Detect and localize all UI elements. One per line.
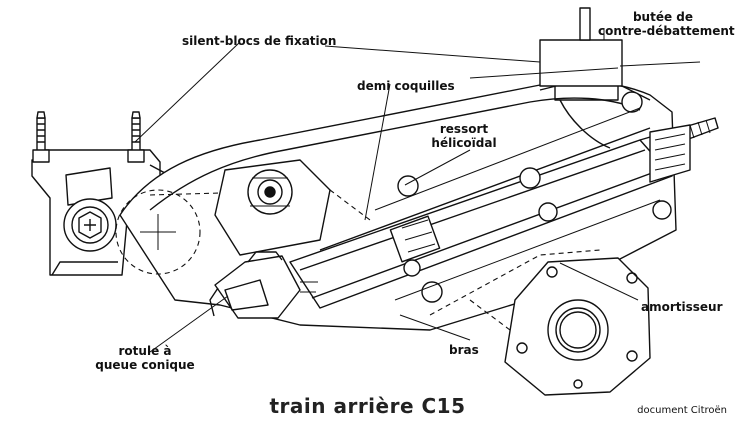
diagram-title: train arrière C15	[269, 394, 466, 418]
label-amortisseur: amortisseur	[641, 300, 723, 314]
wheel-hub	[504, 257, 651, 396]
label-rotule: rotule à queue conique	[90, 344, 200, 372]
ball-joint	[209, 251, 301, 319]
label-bras: bras	[449, 343, 479, 357]
coil-spring	[374, 91, 672, 303]
silent-bloc	[63, 198, 117, 252]
bearing	[214, 159, 331, 256]
center-mark	[140, 214, 176, 250]
label-butee-line1: butée de	[632, 10, 694, 24]
label-silent-blocs: silent-blocs de fixation	[182, 34, 337, 48]
label-butee-line2: contre-débattement	[598, 24, 735, 38]
bump-stop	[539, 7, 623, 149]
label-butee: butée de contre-débattement	[598, 10, 735, 38]
source-credit: document Citroën	[637, 405, 727, 416]
label-demi-coquilles: demi coquilles	[357, 79, 455, 93]
label-ressort-line1: ressort	[439, 122, 489, 136]
label-rotule-line2: queue conique	[95, 358, 195, 372]
end-mount	[649, 124, 691, 183]
shock-absorber	[289, 117, 719, 309]
label-ressort-line2: hélicoïdal	[431, 136, 497, 150]
label-ressort: ressort hélicoïdal	[420, 122, 508, 150]
label-rotule-line1: rotule à	[118, 344, 172, 358]
leader-lines	[134, 28, 701, 353]
